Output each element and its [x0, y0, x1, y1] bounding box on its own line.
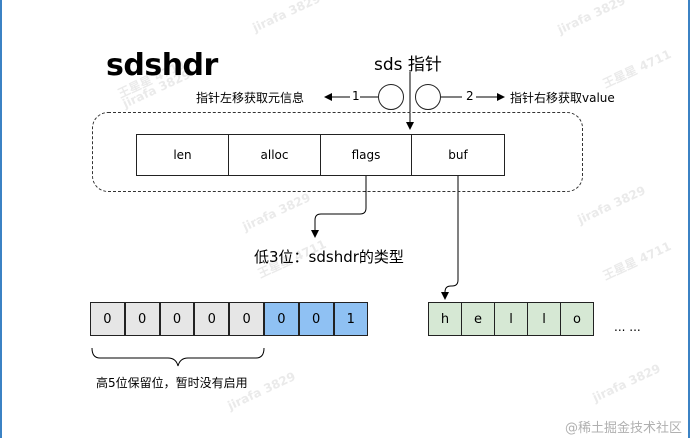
buf-char: l — [494, 302, 528, 336]
field-alloc: alloc — [228, 134, 321, 176]
flag-bit: 0 — [159, 302, 195, 336]
field-flags: flags — [320, 134, 412, 176]
flag-bit: 0 — [90, 302, 125, 336]
field-len: len — [136, 134, 229, 176]
left-step-number: 1 — [352, 89, 360, 103]
buf-char: h — [428, 302, 462, 336]
buf-char: e — [461, 302, 495, 336]
right-step-number: 2 — [466, 89, 474, 103]
buf-arrow — [441, 176, 459, 300]
left-move-label: 指针左移获取元信息 — [196, 91, 305, 105]
reserved-bits-caption: 高5位保留位，暂时没有启用 — [96, 376, 248, 390]
type-bit: 0 — [298, 302, 334, 336]
buf-char: l — [527, 302, 561, 336]
right-move-label: 指针右移获取value — [510, 91, 615, 105]
sdshdr-struct-box — [92, 112, 583, 192]
left-circle — [378, 84, 404, 110]
field-buf: buf — [411, 134, 505, 176]
buf-char: o — [560, 302, 594, 336]
flags-type-caption: 低3位：sdshdr的类型 — [254, 248, 404, 266]
reserved-brace — [91, 347, 265, 367]
struct-title: sdshdr — [106, 48, 218, 83]
flag-bit: 0 — [229, 302, 264, 336]
buf-ellipsis: ... ... — [614, 320, 641, 334]
flags-arrow — [311, 176, 367, 238]
pointer-title: sds 指针 — [374, 55, 442, 75]
flag-bit: 0 — [194, 302, 230, 336]
type-bit: 1 — [333, 302, 368, 336]
right-circle — [415, 84, 441, 110]
flag-bit: 0 — [124, 302, 160, 336]
source-credit: @稀土掘金技术社区 — [564, 421, 682, 436]
type-bit: 0 — [264, 302, 299, 336]
